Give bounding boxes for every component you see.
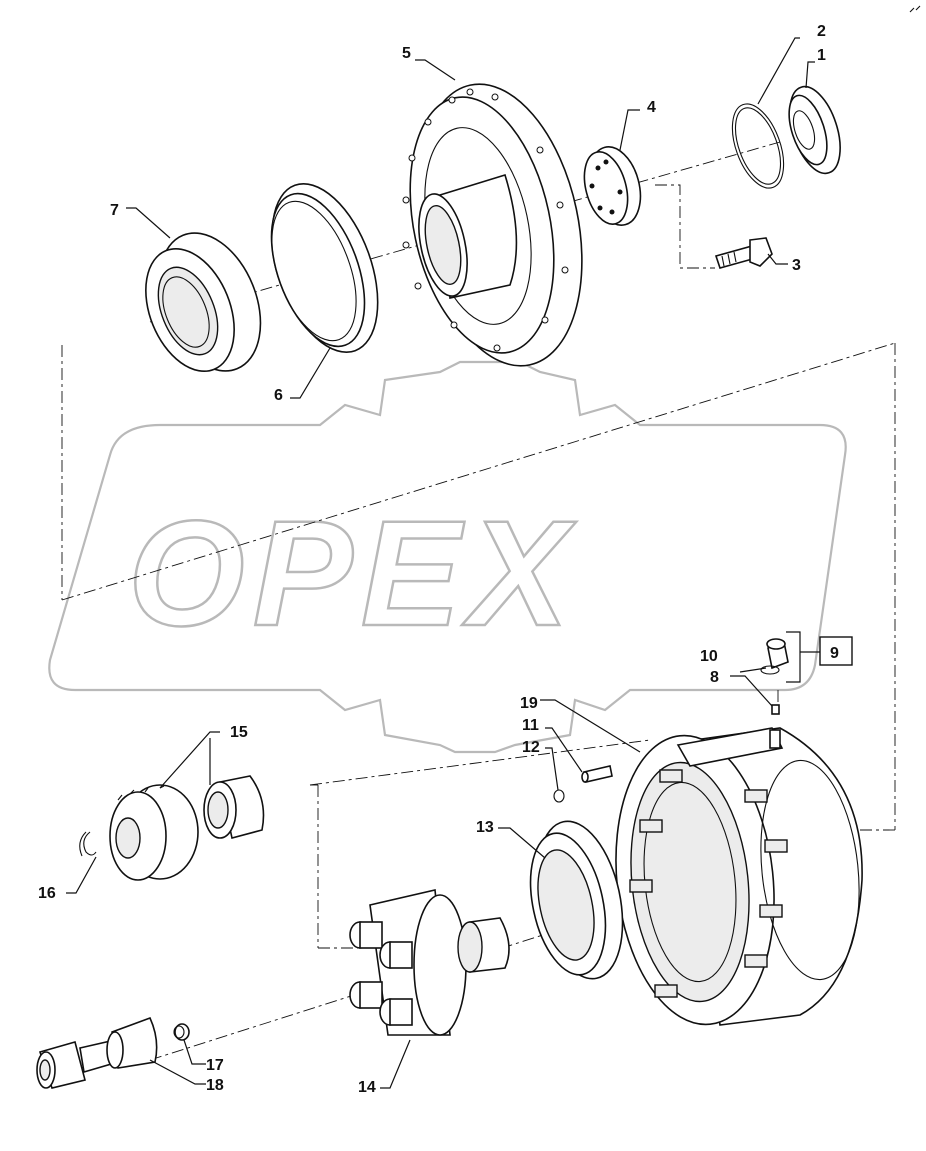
callout-11: 11 (522, 717, 539, 734)
callout-3: 3 (792, 257, 801, 274)
callout-2: 2 (817, 23, 826, 40)
part-9-bracket (786, 631, 853, 683)
part-12-o-ring (553, 789, 565, 803)
callout-18: 18 (206, 1077, 224, 1094)
callout-19: 19 (520, 695, 538, 712)
watermark-gear-outline (48, 360, 847, 754)
callout-4: 4 (647, 99, 656, 116)
callout-17: 17 (206, 1057, 224, 1074)
part-10-plug (760, 638, 789, 675)
callout-1: 1 (817, 47, 826, 64)
part-18-shaft (36, 1016, 158, 1089)
callout-14: 14 (358, 1079, 376, 1096)
part-15-gear-and-sleeve (109, 775, 265, 881)
part-2-o-ring (731, 103, 785, 189)
part-16-snap-ring (79, 831, 97, 857)
part-5-hub (402, 83, 583, 367)
part-3-bolt (714, 237, 773, 269)
watermark-text: OPEX (128, 489, 577, 657)
part-19-housing (615, 727, 863, 1026)
opex-watermark: OPEX (48, 360, 847, 754)
callout-7: 7 (110, 202, 119, 219)
leader-lines (66, 37, 815, 1089)
callout-16: 16 (38, 885, 56, 902)
part-7-bearing (145, 232, 262, 373)
callout-labels: 1 2 3 4 5 6 7 8 9 10 11 12 13 14 15 16 1… (38, 23, 839, 1096)
part-1-seal-cap (788, 85, 841, 175)
part-4-disc (583, 146, 642, 226)
callout-6: 6 (274, 387, 283, 404)
callout-8: 8 (710, 669, 719, 686)
part-6-ring (270, 183, 379, 353)
callout-10: 10 (700, 648, 718, 665)
part-11-screw (581, 765, 613, 783)
callout-12: 12 (522, 739, 540, 756)
part-17-plug (173, 1023, 190, 1041)
callout-13: 13 (476, 819, 494, 836)
part-8-pin (771, 704, 780, 715)
callout-9: 9 (830, 645, 839, 662)
corner-mark (909, 5, 921, 13)
callout-5: 5 (402, 45, 411, 62)
part-14-planet-carrier (349, 889, 510, 1036)
callout-15: 15 (230, 724, 248, 741)
part-13-bearing (529, 820, 624, 980)
